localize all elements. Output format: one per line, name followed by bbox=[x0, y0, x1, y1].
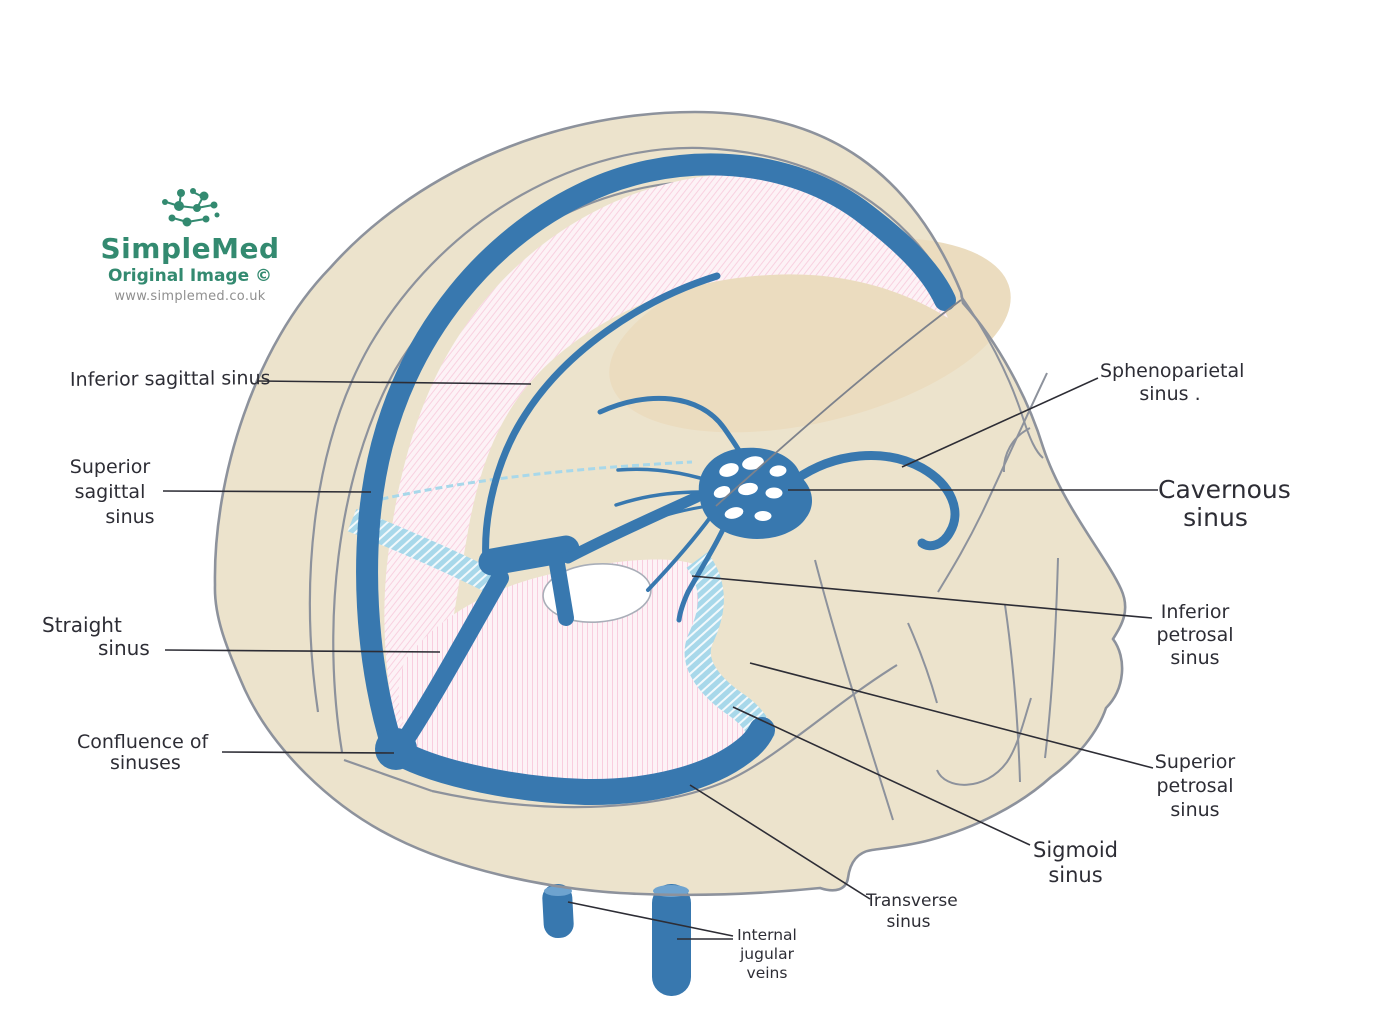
ear-curve bbox=[936, 697, 1032, 786]
leader-inferior-sagittal bbox=[257, 380, 532, 385]
cavernous-hole bbox=[724, 507, 744, 519]
superior-sagittal-sinus bbox=[356, 153, 956, 769]
face-detail-lines bbox=[715, 295, 1059, 821]
internal-jugular-vein-left bbox=[542, 883, 574, 939]
label-text: sagittal bbox=[74, 481, 146, 503]
label-text: Superior bbox=[69, 456, 151, 478]
inner-table-corner bbox=[343, 758, 433, 793]
label-text: Inferior sagittal sinus bbox=[69, 367, 271, 391]
logo-brand: SimpleMed bbox=[100, 232, 280, 265]
label-text: sinus bbox=[105, 506, 155, 528]
label-transverse-sinus: Transverse sinus bbox=[866, 891, 958, 933]
cavernous-strand-1 bbox=[616, 467, 702, 480]
cavernous-hole bbox=[719, 463, 739, 477]
skull-base-line bbox=[431, 664, 898, 809]
confluence-of-sinuses bbox=[375, 728, 417, 770]
inferior-sagittal-sinus bbox=[482, 272, 721, 566]
label-straight-sinus: Straight sinus bbox=[42, 614, 150, 660]
label-text: sinus . bbox=[1139, 383, 1201, 405]
label-inferior-sagittal-sinus: Inferior sagittal sinus bbox=[70, 367, 271, 392]
leader-lines bbox=[162, 377, 1158, 940]
label-text: Straight bbox=[42, 613, 122, 637]
sphenoparietal-sinus bbox=[790, 451, 960, 551]
label-text: sinus bbox=[1048, 863, 1103, 887]
label-text: sinus bbox=[886, 912, 931, 932]
cavernous-hole bbox=[742, 456, 764, 470]
leader-jugular-left bbox=[567, 901, 734, 937]
label-text: sinus bbox=[98, 636, 150, 660]
leader-confluence bbox=[221, 751, 395, 754]
venous-sinuses bbox=[356, 153, 960, 806]
label-confluence-of-sinuses: Confluence of sinuses bbox=[77, 732, 208, 774]
tentorial-edge-band-right bbox=[684, 552, 775, 742]
label-superior-sagittal-sinus: Superior sagittal sinus bbox=[55, 455, 165, 530]
logo-subtitle: Original Image © bbox=[107, 266, 273, 286]
label-text: sinus bbox=[1183, 503, 1248, 532]
label-text: Sphenoparietal bbox=[1100, 360, 1245, 382]
mandible-line-1 bbox=[814, 559, 894, 821]
leader-straight bbox=[164, 649, 441, 653]
simplemed-logo-icon bbox=[162, 188, 220, 227]
mandible-line-2 bbox=[907, 622, 938, 704]
leader-sphenoparietal bbox=[901, 377, 1099, 468]
simplemed-logo: SimpleMed Original Image © www.simplemed… bbox=[100, 186, 280, 304]
basal-vein-stalk bbox=[548, 550, 574, 626]
leader-superior-petrosal bbox=[749, 662, 1154, 769]
cavernous-hole bbox=[713, 486, 731, 498]
label-text: Superior bbox=[1154, 751, 1236, 773]
label-sphenoparietal-sinus: Sphenoparietal sinus . bbox=[1100, 360, 1245, 406]
inferior-petrosal-sinus bbox=[676, 504, 736, 623]
cavernous-hole bbox=[765, 487, 783, 499]
cheek-line-1 bbox=[1004, 604, 1021, 783]
label-text: Internal bbox=[737, 926, 797, 944]
label-sigmoid-sinus: Sigmoid sinus bbox=[1028, 838, 1123, 888]
label-text: Inferior bbox=[1160, 601, 1230, 623]
cavernous-hole bbox=[738, 482, 758, 496]
section-line bbox=[715, 299, 962, 507]
leader-inferior-petrosal bbox=[691, 575, 1153, 619]
cavernous-strand-2 bbox=[614, 490, 702, 507]
label-superior-petrosal-sinus: Superior petrosal sinus bbox=[1152, 750, 1238, 822]
label-text: sinuses bbox=[110, 752, 181, 774]
label-text: petrosal bbox=[1156, 775, 1234, 797]
label-text: jugular bbox=[740, 945, 794, 963]
label-text: sinus bbox=[1170, 647, 1220, 669]
label-cavernous-sinus: Cavernous sinus bbox=[1158, 475, 1291, 532]
inner-table-outer-arc bbox=[308, 146, 953, 713]
label-inferior-petrosal-sinus: Inferior petrosal sinus bbox=[1152, 601, 1238, 670]
left-sphenoparietal-line bbox=[359, 460, 693, 506]
label-text: Sigmoid bbox=[1033, 838, 1118, 862]
cavernous-hole bbox=[769, 465, 787, 477]
label-text: Cavernous bbox=[1158, 475, 1291, 504]
label-text: petrosal bbox=[1156, 624, 1234, 646]
sphenoid-front-line bbox=[937, 372, 1048, 593]
leader-superior-sagittal bbox=[162, 490, 372, 493]
label-text: veins bbox=[746, 964, 788, 982]
transverse-sinus bbox=[385, 717, 775, 806]
straight-sinus bbox=[393, 569, 509, 754]
internal-jugular-veins bbox=[542, 883, 691, 996]
forehead-inner-line bbox=[960, 295, 1044, 459]
label-text: Confluence of bbox=[77, 731, 209, 753]
label-internal-jugular-veins: Internal jugular veins bbox=[733, 926, 801, 983]
cheek-line-2 bbox=[1044, 557, 1059, 759]
logo-dots bbox=[162, 188, 220, 227]
logo-url: www.simplemed.co.uk bbox=[114, 289, 266, 304]
basilar-strand bbox=[646, 513, 714, 592]
cavernous-hole bbox=[754, 511, 772, 521]
label-text: sinus bbox=[1170, 799, 1220, 821]
label-text: Transverse bbox=[866, 891, 958, 911]
cavernous-sinus bbox=[698, 447, 813, 539]
leader-sigmoid bbox=[732, 706, 1031, 846]
cavernous-strand-3 bbox=[626, 505, 704, 532]
leader-transverse bbox=[689, 784, 871, 900]
cavernous-sinus-holes bbox=[713, 456, 787, 521]
internal-jugular-vein-right bbox=[652, 884, 691, 996]
